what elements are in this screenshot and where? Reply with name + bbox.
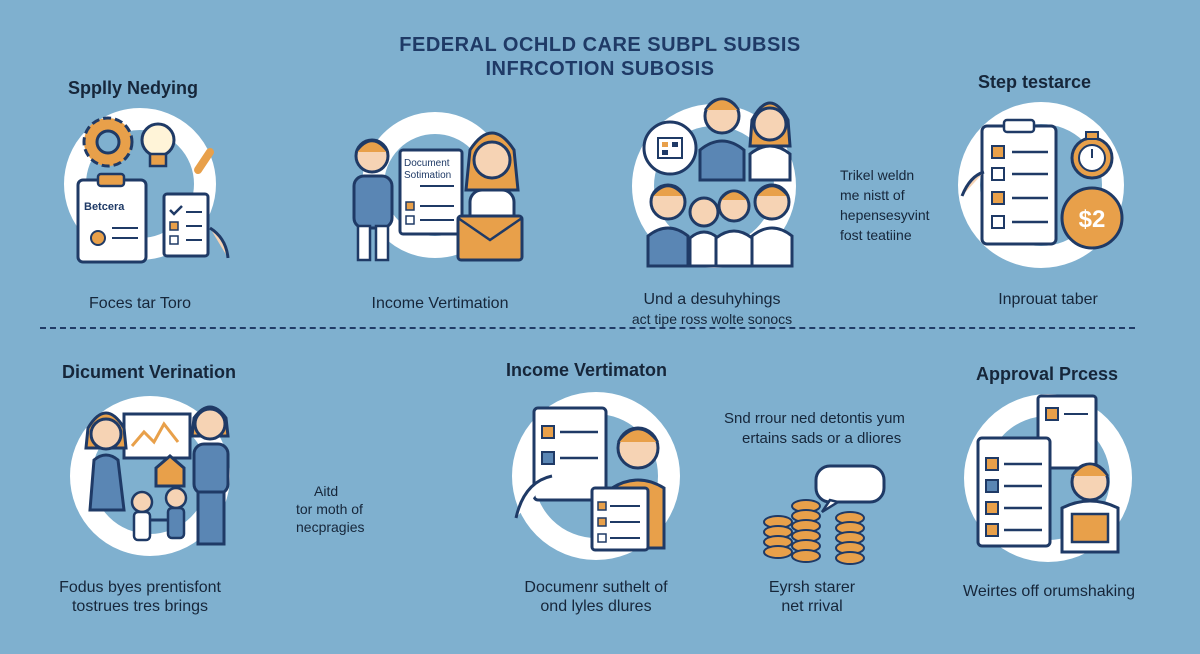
approval-illustration [976, 394, 1120, 554]
document-label-line2: Sotimation [404, 170, 451, 181]
panel-caption-income: Income Vertimation [371, 295, 509, 312]
gear-icon [82, 116, 134, 168]
panel-caption-step: Inprouat taber [998, 291, 1098, 308]
document-illustration [84, 405, 230, 546]
family-illustration [642, 97, 794, 268]
envelope-icon [456, 214, 524, 262]
speech-bubble-icon [814, 464, 886, 514]
clipboard-label: Betcera [84, 201, 125, 213]
side-note-line3: necpragies [296, 519, 365, 535]
panel-heading-document: Dicument Verination [62, 362, 237, 382]
mother-figure [84, 411, 128, 512]
girl-figure [464, 131, 520, 236]
panel-heading-income-verify: Income Vertimaton [506, 360, 668, 380]
family-note-line4: fost teatiine [840, 227, 912, 243]
child-figures [646, 183, 794, 268]
form-icon [590, 486, 650, 552]
panel-note-coins-line1: Snd rrour ned detontis yum [724, 410, 905, 427]
apply-illustration: Betcera [76, 116, 230, 264]
panel-heading-approval: Approval Prcess [976, 364, 1119, 384]
side-note-line2: tor moth of [296, 501, 363, 517]
coins-illustration [763, 464, 886, 565]
panel-caption-approval: Weirtes off orumshaking [963, 583, 1135, 600]
house-icon [154, 454, 186, 488]
section-divider [40, 327, 1135, 329]
children-figures [130, 486, 188, 542]
checklist-icon [976, 436, 1052, 548]
approver-figure [1060, 462, 1120, 554]
pencil-icon [194, 148, 214, 174]
family-note-line1: Trikel weldn [840, 167, 915, 183]
father-figure [190, 405, 230, 546]
clipboard-icon [76, 172, 148, 264]
page-title: FEDERAL OCHLD CARE SUBPL SUBSIS [399, 34, 801, 56]
hand-icon [960, 170, 985, 197]
step-illustration: $2 [960, 118, 1124, 250]
clipboard-icon [980, 118, 1058, 246]
dollar-coin-icon: $2 [1060, 186, 1124, 250]
panel-caption-document-line2: tostrues tres brings [71, 598, 209, 615]
panel-heading-apply: Spplly Nedying [68, 78, 199, 98]
panel-note-coins-line2: ertains sads or a dliores [742, 430, 902, 447]
coin-stacks-icon [763, 499, 865, 565]
page-subtitle: INFRCOTION SUBOSIS [485, 58, 715, 80]
panel-caption-coins-line1: Eyrsh starer [768, 579, 856, 596]
panel-caption-income-verify-line1: Documenr suthelt of [524, 579, 668, 596]
adult-woman-figure [748, 101, 792, 182]
adult-man-figure [698, 97, 746, 182]
panel-caption-family-line1: Und a desuhyhings [643, 291, 781, 308]
side-note-line1: Aitd [314, 483, 339, 499]
hand-icon [209, 226, 230, 259]
chart-board-icon [122, 412, 192, 460]
panel-caption-coins-line2: net rrival [781, 598, 843, 615]
document-icon [398, 148, 464, 236]
hand-icon [514, 474, 553, 519]
panel-caption-family-line2: act tipe ross wolte sonocs [631, 311, 793, 327]
panel-caption-apply: Foces tar Toro [89, 295, 191, 312]
family-note-line3: hepensesyvint [840, 207, 930, 223]
checklist-icon [532, 406, 608, 502]
panel-caption-document-line1: Fodus byes prentisfont [59, 579, 221, 596]
panel-heading-step: Step testarce [978, 72, 1092, 92]
income-verify-illustration [514, 406, 666, 552]
boy-figure [352, 138, 394, 262]
checklist-icon [162, 192, 210, 258]
stopwatch-icon [1070, 131, 1114, 180]
family-note-line2: me nistt of [840, 187, 905, 203]
coin-label: $2 [1079, 206, 1106, 233]
panel-caption-income-verify-line2: ond lyles dlures [540, 598, 652, 615]
document-label-line1: Document [404, 158, 450, 169]
lightbulb-icon [140, 122, 176, 168]
clock-icon [642, 120, 698, 176]
document-icon [1036, 394, 1098, 470]
income-illustration: Document Sotimation [352, 131, 524, 262]
